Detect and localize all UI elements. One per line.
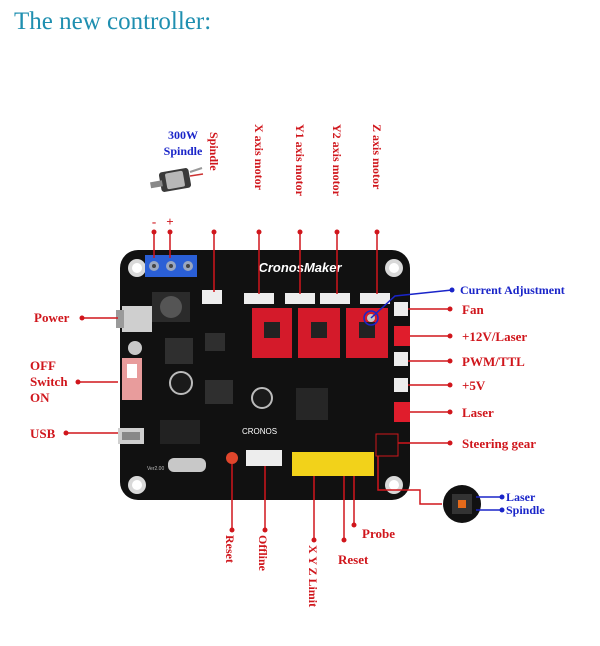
inset-label-spindle: Spindle xyxy=(506,503,545,517)
capacitor xyxy=(251,387,273,409)
y2-stepper-driver xyxy=(346,308,388,358)
page-heading: The new controller: xyxy=(14,8,212,35)
dc-power-jack xyxy=(122,306,152,332)
label-x-axis-motor: X axis motor xyxy=(252,124,266,191)
steering-gear-header xyxy=(375,433,399,457)
label-5v: +5V xyxy=(462,378,486,393)
limit-pin-header xyxy=(292,452,374,476)
x-motor-connector xyxy=(244,293,274,304)
capacitor xyxy=(128,341,142,355)
y1-stepper-driver xyxy=(298,308,340,358)
label-reset-right: Reset xyxy=(338,552,369,567)
z-motor-connector xyxy=(360,293,390,304)
spindle-motor-photo xyxy=(150,167,204,192)
crystal xyxy=(168,458,206,472)
y1-motor-connector xyxy=(285,293,315,304)
label-usb: USB xyxy=(30,426,56,441)
label-y2-axis-motor: Y2 axis motor xyxy=(330,124,344,197)
capacitor xyxy=(169,371,193,395)
label-on: ON xyxy=(30,390,50,405)
label-probe: Probe xyxy=(362,526,395,541)
laser-spindle-jumper-inset xyxy=(443,485,481,523)
blue-leader-lines xyxy=(370,289,502,511)
y2-motor-connector xyxy=(320,293,350,304)
label-xyz-limit: X Y Z Limit xyxy=(306,545,320,607)
terminal-minus-label: - xyxy=(152,214,156,229)
label-12v-laser: +12V/Laser xyxy=(462,329,527,344)
label-current-adjustment: Current Adjustment xyxy=(460,283,565,297)
label-switch: Switch xyxy=(30,374,68,389)
spindle-photo-label-line1: 300W xyxy=(168,128,198,142)
voltage-regulator xyxy=(165,338,193,364)
label-power: Power xyxy=(34,310,70,325)
inset-label-laser: Laser xyxy=(506,490,536,504)
current-adjustment-marker xyxy=(363,310,379,326)
label-pwm-ttl: PWM/TTL xyxy=(462,354,525,369)
board-logo: CRONOS xyxy=(242,427,277,436)
board-version: Ver2.00 xyxy=(147,466,164,472)
x-stepper-driver xyxy=(252,308,292,358)
label-offline: Offline xyxy=(256,535,270,572)
offline-header xyxy=(246,450,282,466)
fan-connector xyxy=(394,302,408,316)
label-z-axis-motor: Z axis motor xyxy=(370,124,384,190)
spindle-connector xyxy=(202,290,222,304)
laser-12v-connector xyxy=(394,326,410,346)
label-steering-gear: Steering gear xyxy=(462,436,536,451)
controller-board: CronosMaker Ver2.00 xyxy=(116,250,410,500)
laser-connector xyxy=(394,402,410,422)
label-y1-axis-motor: Y1 axis motor xyxy=(293,124,307,197)
microcontroller xyxy=(296,388,328,420)
reset-button xyxy=(226,452,238,464)
pwm-ttl-connector xyxy=(394,352,408,366)
label-laser: Laser xyxy=(462,405,494,420)
terminal-plus-label: + xyxy=(166,214,173,229)
usb-chip xyxy=(160,420,200,444)
label-off: OFF xyxy=(30,358,56,373)
5v-connector xyxy=(394,378,408,392)
leader-dots xyxy=(63,229,453,543)
spindle-photo-label-line2: Spindle xyxy=(164,144,203,158)
label-reset-left: Reset xyxy=(223,535,237,563)
leader-lines xyxy=(66,232,450,540)
label-fan: Fan xyxy=(462,302,484,317)
label-spindle: Spindle xyxy=(207,132,221,171)
